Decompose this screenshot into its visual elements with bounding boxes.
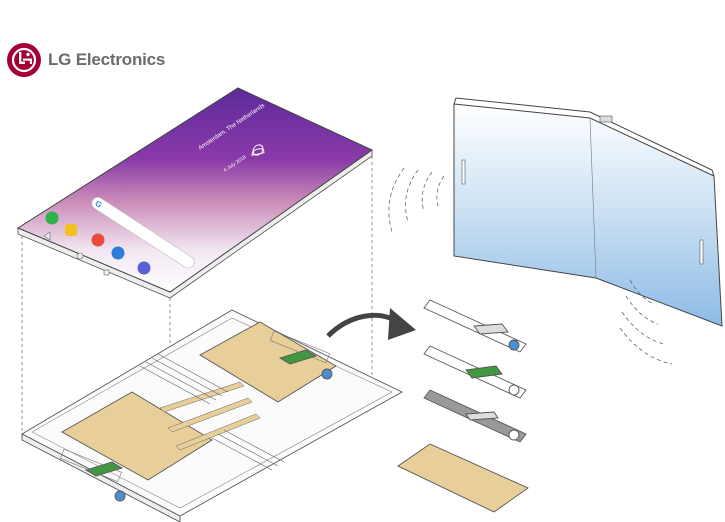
signal-waves-icon [388, 167, 673, 365]
board-pad-left [61, 391, 213, 481]
nav-buttons [43, 231, 110, 276]
internal-board [21, 309, 403, 522]
chip-top [278, 349, 318, 365]
layer-2 [423, 345, 527, 399]
phone-screen [16, 87, 373, 293]
store-app-icon [91, 233, 105, 247]
foldable-phone [453, 97, 723, 327]
phone-app-icon [45, 211, 59, 225]
camera-module-bottom [114, 490, 126, 502]
brand-logo: LG Electronics [6, 40, 165, 80]
layer-3 [423, 389, 527, 443]
lg-logo-icon [7, 43, 41, 77]
brand-name: LG Electronics [48, 50, 166, 69]
back-icon [43, 231, 51, 241]
messages-app-icon [65, 224, 77, 236]
layer-1 [423, 299, 527, 353]
hinge-button [599, 115, 613, 123]
side-button-left [461, 159, 466, 185]
weather-icon [251, 144, 265, 156]
phone-display: Amsterdam, The Netherlands 4 July 2018 G [16, 87, 373, 299]
exploded-layers [397, 299, 529, 513]
home-icon [76, 252, 84, 260]
chrome-app-icon [111, 246, 125, 260]
search-bar[interactable]: G [89, 195, 196, 270]
side-button-right [699, 239, 704, 265]
layer-4-battery [397, 443, 529, 513]
search-bar-letter: G [93, 199, 103, 210]
board-pad-right [199, 321, 337, 403]
camera-module-top [321, 368, 333, 380]
app-icon-row[interactable] [45, 211, 151, 275]
camera-app-icon [137, 261, 151, 275]
curved-arrow-icon [326, 308, 416, 340]
recents-icon [103, 269, 110, 276]
